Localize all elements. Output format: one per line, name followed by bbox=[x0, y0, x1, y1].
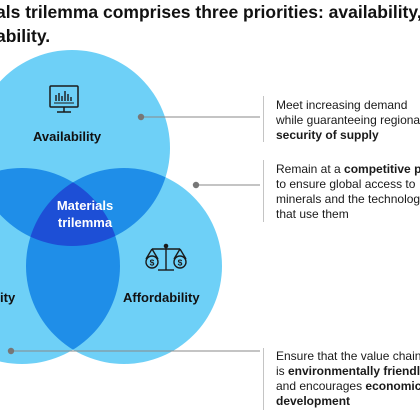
note-affordability: Remain at a competitive pric to ensure g… bbox=[276, 162, 420, 222]
balance-scale-dollar-icon: $ $ bbox=[145, 243, 187, 271]
note-availability: Meet increasing demand while guaranteein… bbox=[276, 98, 420, 143]
svg-text:$: $ bbox=[178, 258, 183, 268]
note-sustainability: Ensure that the value chain is environme… bbox=[276, 349, 420, 409]
note-affordability-line-4: that use them bbox=[276, 207, 349, 221]
note-sustainability-line-1: Ensure that the value chain bbox=[276, 349, 420, 363]
connector-sustainability bbox=[7, 347, 260, 355]
connector-affordability bbox=[192, 181, 260, 189]
center-label: Materials trilemma bbox=[28, 197, 142, 231]
center-label-line-1: Materials bbox=[56, 198, 114, 213]
note-sustainability-line-4: development bbox=[276, 394, 351, 408]
note-availability-line-2: while guaranteeing regional bbox=[276, 113, 420, 127]
note-sustainability-line-3-bold: economic bbox=[365, 379, 420, 393]
monitor-chart-icon bbox=[49, 85, 79, 113]
headline-line-1: als trilemma comprises three priorities:… bbox=[0, 2, 420, 22]
note-divider-affordability bbox=[263, 160, 264, 222]
note-sustainability-line-2-bold: environmentally friendly bbox=[288, 364, 420, 378]
note-affordability-line-2: to ensure global access to bbox=[276, 177, 416, 191]
note-availability-line-1: Meet increasing demand bbox=[276, 98, 408, 112]
affordability-label: Affordability bbox=[123, 290, 200, 305]
center-label-line-2: trilemma bbox=[57, 215, 113, 230]
note-availability-line-3: security of supply bbox=[276, 128, 379, 142]
note-affordability-line-3: minerals and the technologie bbox=[276, 192, 420, 206]
svg-text:$: $ bbox=[150, 258, 155, 268]
note-affordability-line-1-bold: competitive pric bbox=[344, 162, 420, 176]
availability-label: Availability bbox=[33, 129, 102, 144]
note-affordability-line-1-plain: Remain at a bbox=[276, 162, 345, 176]
connector-availability bbox=[137, 113, 260, 121]
headline: als trilemma comprises three priorities:… bbox=[0, 0, 420, 48]
headline-line-2: ability. bbox=[0, 26, 51, 46]
note-sustainability-line-3-plain: and encourages bbox=[276, 379, 366, 393]
center-overlap bbox=[26, 168, 120, 246]
note-divider-sustainability bbox=[263, 348, 264, 410]
sustainability-label-partial: ity bbox=[0, 290, 16, 305]
note-divider-availability bbox=[263, 96, 264, 142]
note-sustainability-line-2-plain: is bbox=[276, 364, 288, 378]
